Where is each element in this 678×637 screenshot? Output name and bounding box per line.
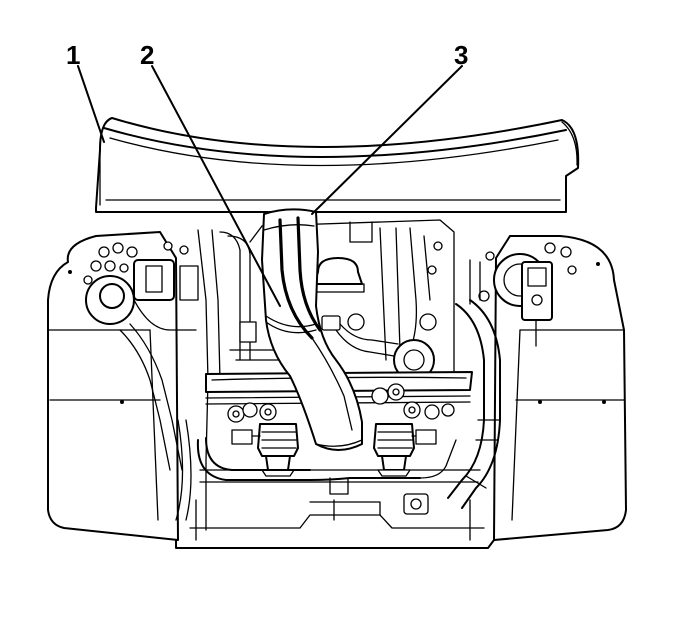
callout-3: 3 — [454, 40, 468, 70]
callout-2: 2 — [140, 40, 154, 70]
left-injector-assembly — [231, 423, 299, 477]
left-fender — [47, 231, 179, 541]
brake-master-cylinder — [85, 259, 199, 471]
callout-1: 1 — [66, 40, 80, 70]
right-side-components — [447, 242, 577, 509]
front-support — [175, 469, 495, 549]
cowl-panel — [95, 117, 580, 213]
air-intake-duct — [261, 208, 363, 451]
engine-block — [229, 219, 455, 381]
right-injector-assembly — [373, 423, 437, 477]
lower-hose — [196, 437, 457, 521]
callout-leaders — [77, 65, 463, 307]
left-relay-block — [83, 241, 189, 285]
